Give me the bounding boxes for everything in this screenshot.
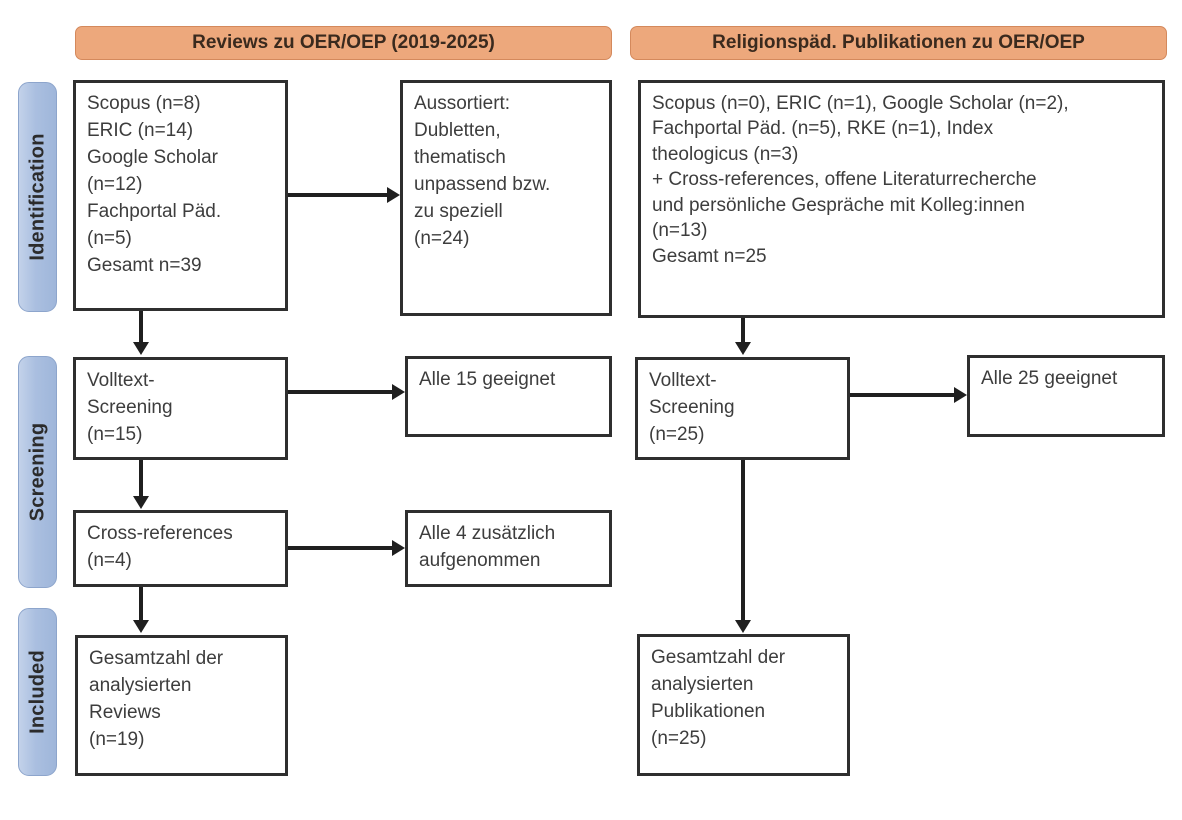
box-left-screening-crossrefs: Cross-references (n=4) xyxy=(73,510,288,587)
connector-left-fulltext-to-crossrefs xyxy=(139,460,143,498)
box-left-screening-crossrefs-result: Alle 4 zusätzlich aufgenommen xyxy=(405,510,612,587)
box-right-included-total: Gesamtzahl der analysierten Publikatione… xyxy=(637,634,850,776)
connector-right-fulltext-to-result xyxy=(850,393,954,397)
arrowhead-left-sources-to-fulltext xyxy=(133,342,149,355)
stage-pill-included: Included xyxy=(18,608,57,776)
box-right-screening-fulltext-result: Alle 25 geeignet xyxy=(967,355,1165,437)
box-left-included-total: Gesamtzahl der analysierten Reviews (n=1… xyxy=(75,635,288,776)
connector-right-sources-to-fulltext xyxy=(741,318,745,344)
stage-label-included: Included xyxy=(26,650,48,734)
column-header-left-label: Reviews zu OER/OEP (2019-2025) xyxy=(192,32,495,53)
stage-label-identification: Identification xyxy=(26,133,48,261)
box-left-identification-sources: Scopus (n=8) ERIC (n=14) Google Scholar … xyxy=(73,80,288,311)
box-left-screening-fulltext-result: Alle 15 geeignet xyxy=(405,356,612,437)
stage-pill-identification: Identification xyxy=(18,82,57,312)
connector-left-crossrefs-to-result xyxy=(288,546,392,550)
arrowhead-left-fulltext-to-crossrefs xyxy=(133,496,149,509)
arrowhead-right-sources-to-fulltext xyxy=(735,342,751,355)
stage-pill-screening: Screening xyxy=(18,356,57,588)
connector-left-sources-to-fulltext xyxy=(139,311,143,344)
arrowhead-right-fulltext-to-result xyxy=(954,387,967,403)
connector-left-sources-to-excluded xyxy=(288,193,387,197)
column-header-left: Reviews zu OER/OEP (2019-2025) xyxy=(75,26,612,60)
arrowhead-right-fulltext-to-included xyxy=(735,620,751,633)
arrowhead-left-sources-to-excluded xyxy=(387,187,400,203)
arrowhead-left-crossrefs-to-included xyxy=(133,620,149,633)
arrowhead-left-fulltext-to-result xyxy=(392,384,405,400)
column-header-right-label: Religionspäd. Publikationen zu OER/OEP xyxy=(712,32,1085,53)
box-right-screening-fulltext: Volltext- Screening (n=25) xyxy=(635,357,850,460)
connector-left-crossrefs-to-included xyxy=(139,587,143,622)
connector-left-fulltext-to-result xyxy=(288,390,392,394)
column-header-right: Religionspäd. Publikationen zu OER/OEP xyxy=(630,26,1167,60)
box-left-screening-fulltext: Volltext- Screening (n=15) xyxy=(73,357,288,460)
connector-right-fulltext-to-included xyxy=(741,460,745,622)
box-left-identification-excluded: Aussortiert: Dubletten, thematisch unpas… xyxy=(400,80,612,316)
arrowhead-left-crossrefs-to-result xyxy=(392,540,405,556)
stage-label-screening: Screening xyxy=(26,422,48,522)
box-right-identification-sources: Scopus (n=0), ERIC (n=1), Google Scholar… xyxy=(638,80,1165,318)
